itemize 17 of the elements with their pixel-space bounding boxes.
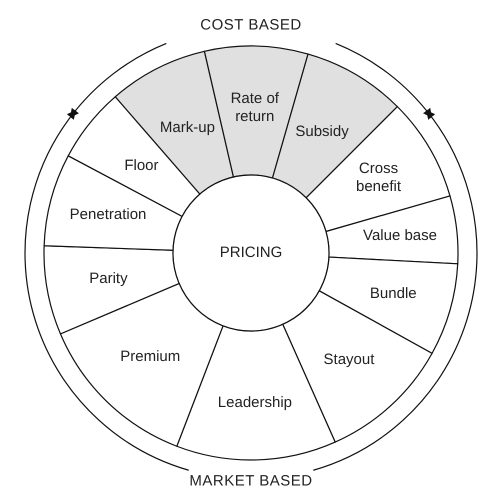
segment-label: Bundle [368, 284, 418, 303]
segment-label: Subsidy [294, 123, 350, 142]
segment-label: Mark-up [158, 119, 216, 138]
segment-label: Parity [88, 270, 129, 288]
wheel-segment [325, 195, 458, 264]
segment-label: Value base [362, 227, 438, 246]
wheel-segment [44, 245, 180, 334]
segment-label: Floor [123, 156, 160, 175]
wheel-segment [44, 155, 183, 251]
wheel-segment [318, 256, 458, 354]
segment-label: Leadership [216, 394, 294, 412]
segment-label: Stayout [322, 350, 376, 369]
center-label: PRICING [218, 244, 284, 262]
segment-label: Penetration [68, 206, 148, 224]
segment-label: Cross benefit [354, 160, 402, 196]
segment-label: Premium [119, 348, 182, 366]
segment-label: Rate of return [230, 90, 280, 126]
